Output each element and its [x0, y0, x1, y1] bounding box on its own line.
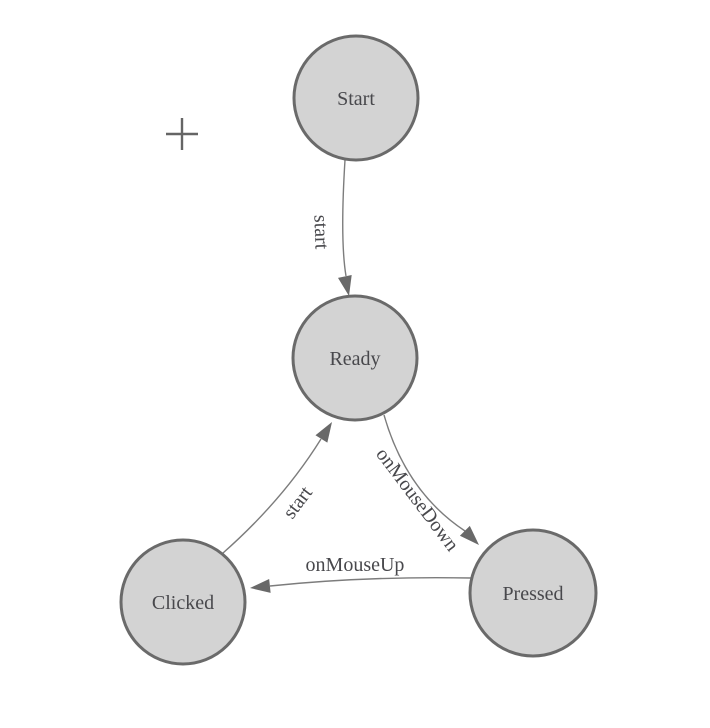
node-start-label[interactable]: Start: [337, 88, 375, 110]
edge-pressed-to-clicked: onMouseUp: [250, 554, 472, 593]
edge-clicked-to-ready-arrowhead-icon: [315, 422, 332, 443]
node-ready: Ready: [291, 294, 419, 422]
edge-start-to-ready-label[interactable]: start: [309, 214, 332, 250]
edge-start-to-ready-arrowhead-icon: [337, 274, 352, 296]
edge-pressed-to-clicked-label[interactable]: onMouseUp: [306, 554, 405, 576]
edge-ready-to-pressed: onMouseDown: [371, 414, 479, 556]
edge-start-to-ready-line[interactable]: [342, 159, 347, 277]
edge-pressed-to-clicked-line[interactable]: [269, 576, 472, 587]
node-ready-circle[interactable]: [291, 294, 419, 422]
node-clicked: Clicked: [119, 538, 247, 666]
crosshair-icon: [166, 118, 198, 150]
edge-ready-to-pressed-line[interactable]: [383, 414, 466, 532]
edge-clicked-to-ready-label[interactable]: start: [279, 482, 318, 523]
edge-pressed-to-clicked-arrowhead-icon: [250, 578, 271, 593]
node-clicked-label[interactable]: Clicked: [152, 592, 214, 614]
node-ready-label[interactable]: Ready: [329, 348, 380, 370]
edge-start-to-ready: start: [309, 159, 352, 296]
node-clicked-circle[interactable]: [119, 538, 247, 666]
edge-ready-to-pressed-label[interactable]: onMouseDown: [371, 444, 463, 556]
node-start-circle[interactable]: [292, 34, 420, 162]
node-start: Start: [292, 34, 420, 162]
edge-clicked-to-ready-line[interactable]: [222, 438, 322, 554]
node-pressed-circle[interactable]: [468, 528, 598, 658]
edge-clicked-to-ready: start: [222, 422, 332, 554]
node-pressed: Pressed: [468, 528, 598, 658]
edge-ready-to-pressed-arrowhead-icon: [459, 525, 479, 545]
node-pressed-label[interactable]: Pressed: [502, 583, 563, 605]
